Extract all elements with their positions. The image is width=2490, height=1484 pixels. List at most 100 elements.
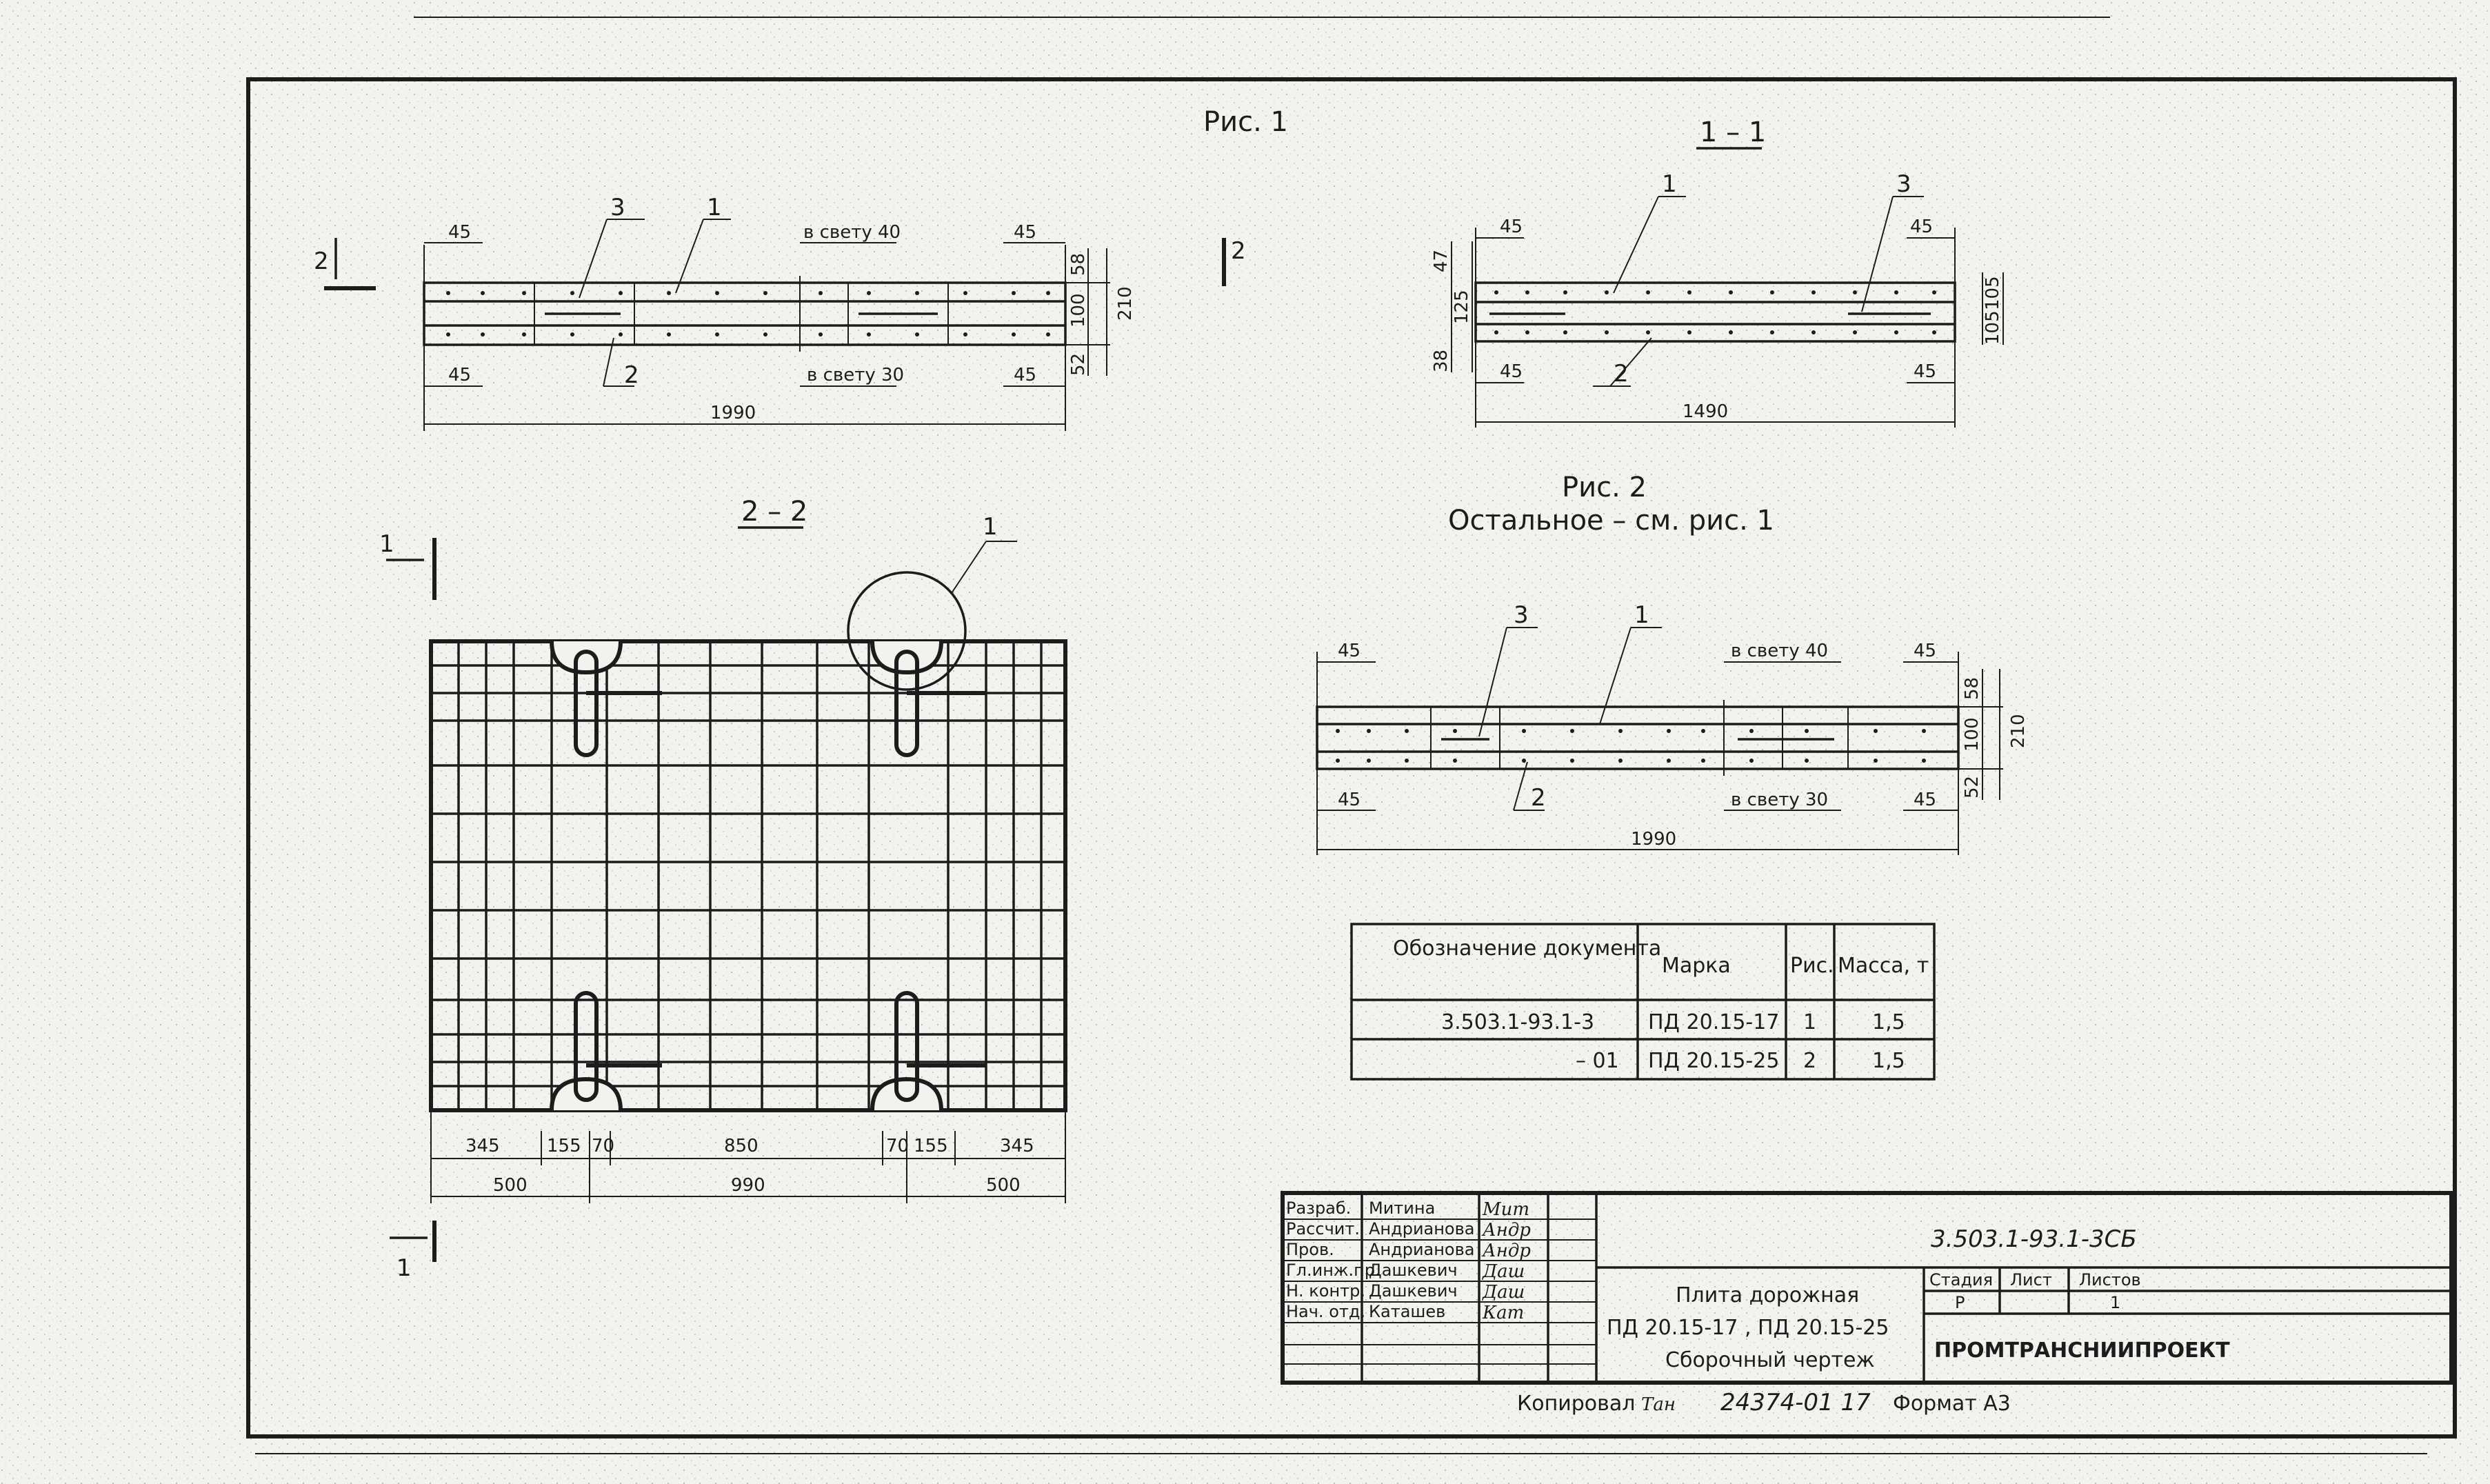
footer-copied-sign: Тан [1641,1394,1676,1415]
title-block: Разраб. Рассчит. Пров. Гл.инж.пр. Н. кон… [1281,1191,2453,1385]
fig1-section-mark-right: 2 [1231,237,1246,265]
section11-dim-right-bottom: 45 [1914,361,1936,382]
spec-row1-fig: 1 [1803,1010,1816,1034]
section11-dim-105b: 105 [1982,310,2003,345]
fig2-dim-h-total: 210 [2008,714,2029,748]
tb-signature-5: Кат [1482,1303,1524,1323]
spec-header-fig: Рис. [1790,954,1834,978]
footer: Копировал Тан 24374-01 17 Формат А3 [1517,1389,2011,1416]
fig2-dim-right-bottom: 45 [1914,790,1936,810]
tb-item-title-2: ПД 20.15-17 , ПД 20.15-25 [1607,1316,1889,1340]
tb-role-1: Рассчит. [1286,1219,1360,1239]
section22-dim-155-right: 155 [914,1136,948,1156]
tb-item-title-1: Плита дорожная [1676,1283,1859,1307]
spec-row1-doc: 3.503.1-93.1-3 [1441,1010,1594,1034]
footer-archive-number: 24374-01 17 [1720,1389,1871,1416]
section11-leader-3: 3 [1896,170,1911,198]
fig2-dim-right-top: 45 [1914,641,1936,661]
spec-header-doc: Обозначение документа [1393,936,1661,961]
fig1-leader-1: 1 [707,194,722,221]
tb-role-2: Пров. [1286,1240,1334,1259]
tb-name-3: Дашкевич [1369,1261,1458,1280]
footer-format: Формат А3 [1893,1392,2011,1416]
fig2-caption: Рис. 2 [1562,472,1647,503]
fig2-dim-h-bot: 52 [1962,776,1982,799]
section22-dim-500-left: 500 [493,1175,528,1196]
section22-dim-70-left: 70 [592,1136,614,1156]
fig2-note: Остальное – см. рис. 1 [1448,505,1774,537]
spec-row2-doc: – 01 [1576,1049,1619,1073]
section11-leader-1: 1 [1662,170,1677,198]
fig1-dim-h-bot: 52 [1068,353,1089,376]
spec-row2-fig: 2 [1803,1049,1816,1073]
fig1-dim-right-top: 45 [1014,222,1036,243]
section11-dim-38: 38 [1431,350,1452,372]
fig1-dim-left-bottom: 45 [448,365,471,385]
tb-name-1: Андрианова [1369,1219,1474,1239]
figure-1-elevation: Рис. 1 2 2 [314,106,1288,431]
section22-callout-1: 1 [983,513,998,541]
fig1-top-opening: в свету 40 [803,222,901,243]
section22-dim-850: 850 [724,1136,759,1156]
spec-table: Обозначение документа Марка Рис. Масса, … [1350,923,1936,1081]
fig1-dim-right-bottom: 45 [1014,365,1036,385]
tb-doc-code: 3.503.1-93.1-3СБ [1931,1225,2137,1253]
fig2-top-opening: в свету 40 [1731,641,1828,661]
fig1-section-mark-left: 2 [314,248,329,275]
tb-sheet-header: Лист [2010,1270,2052,1290]
fig1-caption: Рис. 1 [1203,106,1288,138]
section11-dim-left-bottom: 45 [1500,361,1523,382]
spec-header-mass: Масса, т [1838,954,1929,978]
section-2-2-plan: 2 – 2 1 1 [379,496,1067,1282]
tb-name-5: Каташев [1369,1302,1445,1321]
section-1-1: 1 – 1 45 45 1 3 45 4 [1431,117,2004,428]
section22-dim-155-left: 155 [547,1136,581,1156]
spec-row1-mark: ПД 20.15-17 [1648,1010,1779,1034]
section11-dim-total: 1490 [1683,401,1728,422]
fig2-dim-h-mid: 100 [1962,717,1982,752]
tb-signature-4: Даш [1482,1282,1525,1303]
section11-dim-left-top: 45 [1500,217,1523,237]
section22-dim-345-left: 345 [465,1136,500,1156]
fig1-dim-left-top: 45 [448,222,471,243]
tb-sheets-header: Листов [2079,1270,2141,1290]
figure-2-elevation: Рис. 2 Остальное – см. рис. 1 45 [1316,472,2029,855]
fig2-leader-2: 2 [1531,784,1546,812]
fig1-dim-h-top: 58 [1068,253,1089,276]
section22-title: 2 – 2 [741,496,807,528]
tb-signature-3: Даш [1482,1261,1525,1282]
spec-row1-mass: 1,5 [1872,1010,1905,1034]
fig2-dim-left-top: 45 [1338,641,1361,661]
fig2-dim-h-top: 58 [1962,677,1982,700]
fig2-dim-left-bottom: 45 [1338,790,1361,810]
fig2-bottom-opening: в свету 30 [1731,790,1828,810]
section11-dim-105a: 105 [1982,276,2003,310]
section11-leader-2: 2 [1614,360,1629,388]
tb-role-3: Гл.инж.пр. [1286,1261,1380,1280]
tb-stage-header: Стадия [1929,1270,1993,1290]
fig1-leader-3: 3 [610,194,625,221]
section11-dim-47: 47 [1431,250,1452,272]
tb-signature-2: Андр [1481,1241,1531,1261]
section22-dim-500-right: 500 [986,1175,1021,1196]
spec-row2-mass: 1,5 [1872,1049,1905,1073]
tb-sheets-value: 1 [2110,1293,2120,1312]
tb-name-2: Андрианова [1369,1240,1474,1259]
tb-organization: ПРОМТРАНСНИИПРОЕКТ [1934,1338,2230,1363]
fig1-dim-h-total: 210 [1115,286,1136,321]
fig1-leader-2: 2 [624,361,639,389]
tb-role-0: Разраб. [1286,1199,1351,1218]
tb-role-5: Нач. отд. [1286,1302,1365,1321]
tb-name-0: Митина [1369,1199,1435,1218]
fig2-dim-total: 1990 [1631,829,1676,850]
spec-row2-mark: ПД 20.15-25 [1648,1049,1779,1073]
drawing-frame [246,17,2457,1454]
fig1-dim-h-mid: 100 [1068,293,1089,328]
fig1-bottom-opening: в свету 30 [807,365,904,385]
section22-dim-70-right: 70 [886,1136,909,1156]
footer-copied-label: Копировал [1517,1392,1635,1416]
section11-dim-right-top: 45 [1910,217,1933,237]
section22-dim-345-right: 345 [1000,1136,1034,1156]
section22-mark-bottom: 1 [396,1254,412,1282]
